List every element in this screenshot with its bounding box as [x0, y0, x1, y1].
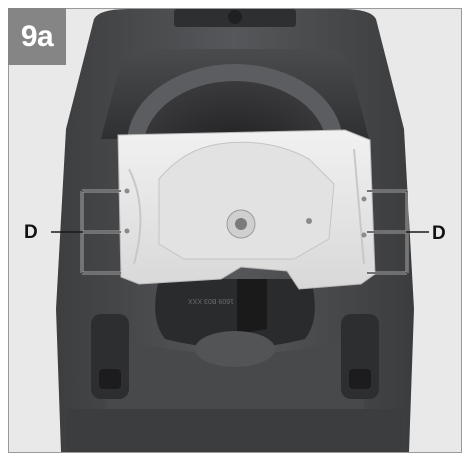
shredder-photo: 1609 B03 XXX — [9, 9, 461, 452]
callout-d-right: D — [432, 223, 446, 244]
top-knob — [228, 10, 242, 24]
figure-frame — [8, 8, 462, 453]
lower-housing — [101, 339, 369, 429]
figure-number-badge: 9a — [8, 8, 66, 65]
ejection-slot — [237, 279, 267, 334]
embossed-text: 1609 B03 XXX — [188, 297, 234, 304]
cutting-disc — [155, 279, 315, 348]
callout-d-left: D — [24, 222, 38, 243]
